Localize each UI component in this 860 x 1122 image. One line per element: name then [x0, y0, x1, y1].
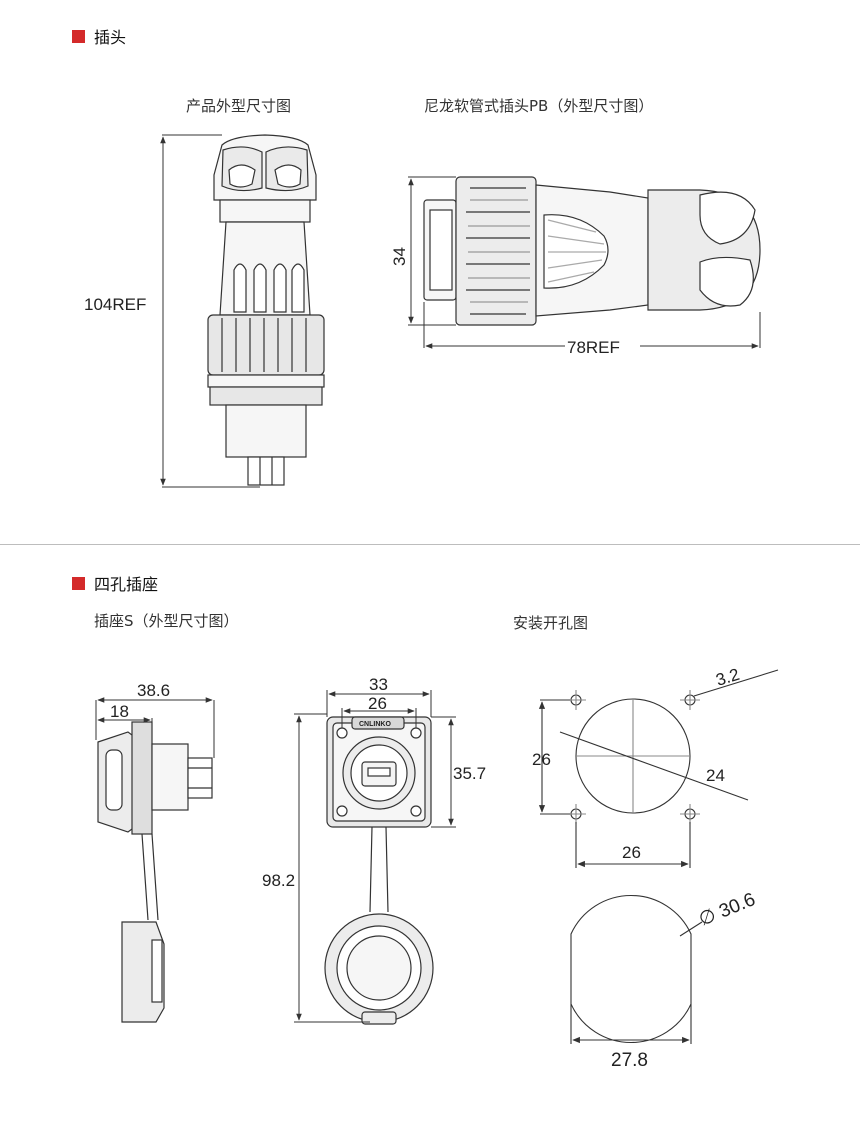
panel-circle-dia-label: 24 — [706, 766, 725, 785]
plug-side-view — [423, 176, 761, 326]
dim-socket-width-label: 33 — [369, 675, 388, 694]
red-square-icon — [72, 29, 85, 43]
socket-logo: CNLINKO — [359, 721, 391, 728]
panel-pitch-v-label: 26 — [532, 750, 551, 769]
socket-side-view — [97, 721, 213, 1023]
panel-hole-pattern — [538, 669, 779, 868]
section-header-plug: 插头 — [72, 24, 126, 48]
dim-plug-length — [423, 302, 761, 349]
dim-socket-height-label: 35.7 — [453, 764, 486, 783]
dim-socket-total-label: 98.2 — [262, 871, 295, 890]
caption-plug-pb: 尼龙软管式插头PB（外型尺寸图） — [424, 97, 654, 115]
section-title-socket: 四孔插座 — [94, 575, 159, 594]
section-title-plug: 插头 — [94, 28, 127, 47]
panel-pitch-h-label: 26 — [622, 843, 641, 862]
dim-plug-diameter — [408, 176, 456, 326]
caption-socket-outline: 插座S（外型尺寸图） — [94, 612, 239, 630]
caption-panel-cutout: 安装开孔图 — [513, 614, 589, 632]
panel-cutout-shape — [570, 895, 703, 1044]
dim-socket-depth — [95, 697, 215, 758]
red-square-icon — [72, 576, 85, 590]
plug-front-view — [207, 134, 325, 486]
dim-plug-diameter-label: 34 — [390, 247, 409, 266]
panel-cutout-dia-label: ∅ 30.6 — [696, 889, 758, 931]
dim-socket-depth-flange-label: 18 — [110, 702, 129, 721]
section-header-socket: 四孔插座 — [72, 571, 158, 595]
panel-cutout-flat-label: 27.8 — [611, 1050, 648, 1071]
caption-plug-outline: 产品外型尺寸图 — [186, 97, 292, 115]
dim-socket-pitch-label: 26 — [368, 694, 387, 713]
section-divider — [0, 544, 860, 545]
dim-plug-height-label: 104REF — [84, 295, 146, 314]
dim-socket-front — [294, 690, 456, 1023]
dim-plug-height — [160, 134, 260, 488]
dim-socket-depth-total-label: 38.6 — [137, 681, 170, 700]
dim-plug-length-label: 78REF — [567, 338, 620, 357]
socket-front-view — [324, 716, 434, 1025]
panel-hole-dia-label: 3.2 — [714, 665, 742, 690]
